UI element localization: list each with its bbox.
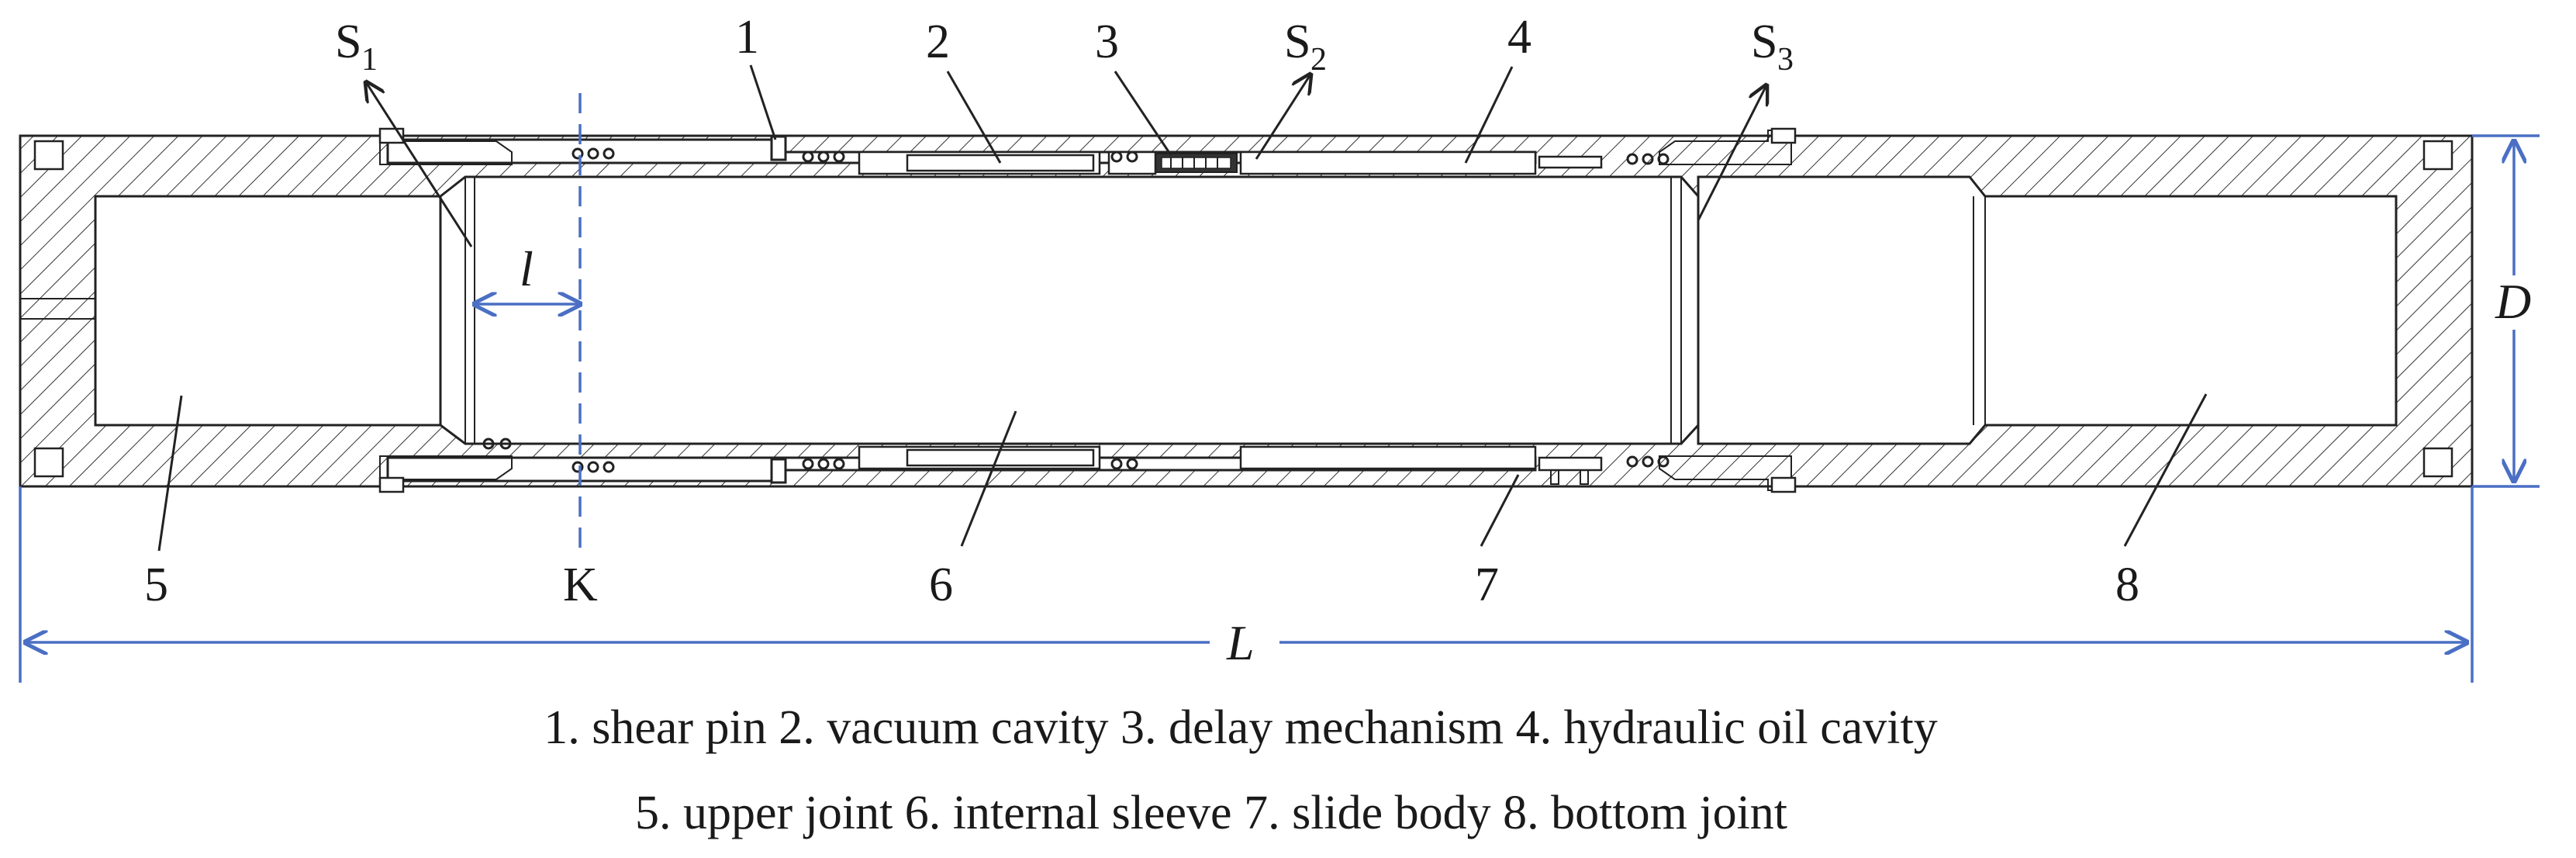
bottom-joint-cavity <box>1697 175 2398 445</box>
hydraulic-oil-cavity-top <box>1239 150 1537 175</box>
dimension-l: l <box>475 241 580 304</box>
label-s2: S 2 <box>1255 16 1327 160</box>
label-6: 6 <box>929 410 1017 611</box>
internal-sleeve-cavity <box>439 175 1700 445</box>
dimension-d: D <box>2472 134 2540 488</box>
svg-text:1: 1 <box>735 11 759 64</box>
label-1: 1 <box>735 11 777 140</box>
svg-text:1: 1 <box>361 42 378 78</box>
svg-text:S: S <box>1284 16 1310 68</box>
label-2: 2 <box>926 16 1002 164</box>
label-8: 8 <box>2115 393 2208 611</box>
svg-text:K: K <box>563 559 598 611</box>
legend-line-1: 1. shear pin 2. vacuum cavity 3. delay m… <box>544 701 1938 754</box>
label-s1: S 1 <box>335 16 473 247</box>
label-4: 4 <box>1464 11 1531 164</box>
svg-text:L: L <box>1226 615 1255 670</box>
legend-line-2: 5. upper joint 6. internal sleeve 7. sli… <box>635 787 1787 839</box>
label-5: 5 <box>144 395 183 611</box>
svg-text:2: 2 <box>1310 42 1327 78</box>
svg-text:S: S <box>1751 16 1777 68</box>
svg-text:2: 2 <box>926 16 950 68</box>
svg-text:8: 8 <box>2115 559 2139 611</box>
svg-text:4: 4 <box>1507 11 1531 64</box>
svg-text:3: 3 <box>1777 42 1794 78</box>
svg-text:6: 6 <box>929 559 953 611</box>
section-line-k: K <box>563 93 598 611</box>
svg-text:7: 7 <box>1475 559 1499 611</box>
label-3: 3 <box>1095 16 1172 156</box>
slide-body-port <box>1538 456 1603 485</box>
hydraulic-oil-cavity-bottom <box>1239 445 1537 470</box>
svg-text:l: l <box>520 241 534 296</box>
label-7: 7 <box>1475 474 1520 611</box>
upper-joint-cavity <box>94 195 442 427</box>
delay-mechanism <box>1155 153 1238 173</box>
svg-text:D: D <box>2495 274 2531 329</box>
svg-text:S: S <box>335 16 361 68</box>
tool-body <box>19 127 2474 493</box>
svg-text:5: 5 <box>144 559 168 611</box>
label-s3: S 3 <box>1697 16 1794 221</box>
dimension-big-l: L <box>19 486 2474 683</box>
svg-text:3: 3 <box>1095 16 1119 68</box>
shear-pin <box>770 135 787 484</box>
